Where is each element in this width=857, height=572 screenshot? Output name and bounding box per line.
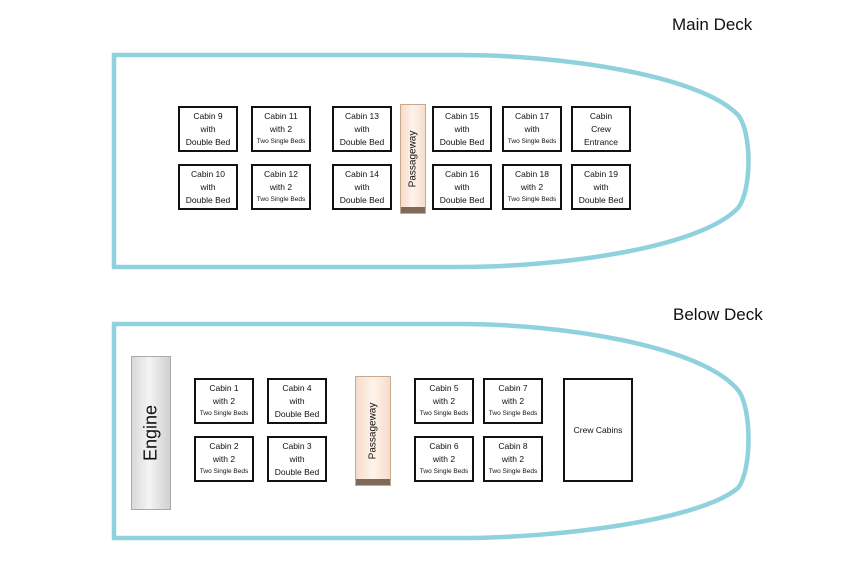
cabin-10: Cabin 10 with Double Bed xyxy=(178,164,238,210)
cabin-with: with xyxy=(454,123,470,134)
engine-label: Engine xyxy=(140,404,161,462)
cabin-label: Cabin 14 xyxy=(344,168,380,179)
cabin-with: with xyxy=(289,395,305,406)
cabin-14: Cabin 14 with Double Bed xyxy=(332,164,392,210)
cabin-with: with 2 xyxy=(269,182,293,192)
cabin-with: with xyxy=(593,181,609,192)
cabin-8: Cabin 8 with 2 Two Single Beds xyxy=(483,436,543,482)
cabin-bed: Double Bed xyxy=(185,194,231,205)
cabin-6: Cabin 6 with 2 Two Single Beds xyxy=(414,436,474,482)
passageway-floor xyxy=(401,207,425,213)
cabin-with: with 2 xyxy=(501,396,525,406)
cabin-bed: Two Single Beds xyxy=(507,138,557,145)
cabin-bed: Double Bed xyxy=(339,194,385,205)
cabin-4: Cabin 4 with Double Bed xyxy=(267,378,327,424)
cabin-12: Cabin 12 with 2 Two Single Beds xyxy=(251,164,311,210)
cabin-label: Cabin 7 xyxy=(498,383,528,393)
cabin-bed: Two Single Beds xyxy=(256,196,306,203)
passageway-label: Passageway xyxy=(367,402,379,460)
cabin-bed: Double Bed xyxy=(274,408,320,419)
cabin-bed: Two Single Beds xyxy=(488,410,538,417)
cabin-label: Cabin 2 xyxy=(209,441,239,451)
cabin-label: Cabin 6 xyxy=(429,441,459,451)
cabin-with: Crew xyxy=(591,123,611,134)
cabin-with: with xyxy=(200,181,216,192)
cabin-bed: Two Single Beds xyxy=(488,468,538,475)
cabin-with: with 2 xyxy=(432,454,456,464)
passageway-label: Passageway xyxy=(407,130,419,188)
passageway-floor xyxy=(356,479,390,485)
cabin-with: with 2 xyxy=(212,454,236,464)
cabin-with: with 2 xyxy=(269,124,293,134)
cabin-label: Cabin 16 xyxy=(444,168,480,179)
cabin-1: Cabin 1 with 2 Two Single Beds xyxy=(194,378,254,424)
cabin-7: Cabin 7 with 2 Two Single Beds xyxy=(483,378,543,424)
cabin-13: Cabin 13 with Double Bed xyxy=(332,106,392,152)
cabin-label: Cabin 13 xyxy=(344,110,380,121)
cabin-3: Cabin 3 with Double Bed xyxy=(267,436,327,482)
cabin-with: with xyxy=(354,123,370,134)
cabin-bed: Double Bed xyxy=(339,136,385,147)
cabin-9: Cabin 9 with Double Bed xyxy=(178,106,238,152)
cabin-11: Cabin 11 with 2 Two Single Beds xyxy=(251,106,311,152)
cabin-label: Cabin 1 xyxy=(209,383,239,393)
crew-cabins-label: Crew Cabins xyxy=(573,425,623,435)
cabin-label: Cabin 3 xyxy=(282,440,312,451)
cabin-17: Cabin 17 with Two Single Beds xyxy=(502,106,562,152)
cabin-with: with 2 xyxy=(520,182,544,192)
cabin-with: with xyxy=(200,123,216,134)
cabin-label: Cabin 12 xyxy=(263,169,299,179)
below-deck-title: Below Deck xyxy=(673,305,763,324)
cabin-with: with 2 xyxy=(432,396,456,406)
cabin-with: with xyxy=(354,181,370,192)
cabin-15: Cabin 15 with Double Bed xyxy=(432,106,492,152)
cabin-with: with 2 xyxy=(501,454,525,464)
cabin-bed: Double Bed xyxy=(185,136,231,147)
cabin-label: Cabin 15 xyxy=(444,110,480,121)
cabin-bed: Double Bed xyxy=(439,136,485,147)
cabin-bed: Two Single Beds xyxy=(199,410,249,417)
cabin-label: Cabin 8 xyxy=(498,441,528,451)
cabin-bed: Two Single Beds xyxy=(256,138,306,145)
cabin-label: Cabin xyxy=(589,110,613,121)
cabin-bed: Two Single Beds xyxy=(199,468,249,475)
cabin-with: with 2 xyxy=(212,396,236,406)
main-deck-passageway: Passageway xyxy=(400,104,426,214)
cabin-label: Cabin 11 xyxy=(264,111,298,121)
main-deck-hull xyxy=(111,52,751,270)
cabin-with: with xyxy=(454,181,470,192)
cabin-bed: Entrance xyxy=(583,136,619,147)
cabin-5: Cabin 5 with 2 Two Single Beds xyxy=(414,378,474,424)
cabin-label: Cabin 17 xyxy=(514,111,550,121)
cabin-label: Cabin 18 xyxy=(514,169,550,179)
cabin-bed: Two Single Beds xyxy=(419,410,469,417)
cabin-2: Cabin 2 with 2 Two Single Beds xyxy=(194,436,254,482)
cabin-bed: Double Bed xyxy=(578,194,624,205)
main-deck-title: Main Deck xyxy=(672,15,753,34)
cabin-label: Cabin 4 xyxy=(282,382,312,393)
cabin-label: Cabin 9 xyxy=(193,110,223,121)
below-deck-hull xyxy=(111,321,751,541)
cabin-bed: Two Single Beds xyxy=(507,196,557,203)
cabin-16: Cabin 16 with Double Bed xyxy=(432,164,492,210)
cabin-18: Cabin 18 with 2 Two Single Beds xyxy=(502,164,562,210)
cabin-bed: Two Single Beds xyxy=(419,468,469,475)
cabin-crew-entrance: Cabin Crew Entrance xyxy=(571,106,631,152)
cabin-label: Cabin 10 xyxy=(190,168,226,179)
cabin-bed: Double Bed xyxy=(439,194,485,205)
below-deck-passageway: Passageway xyxy=(355,376,391,486)
cabin-bed: Double Bed xyxy=(274,466,320,477)
cabin-with: with xyxy=(289,453,305,464)
cabin-with: with xyxy=(524,124,540,134)
engine: Engine xyxy=(131,356,171,510)
cabin-label: Cabin 19 xyxy=(583,168,619,179)
crew-cabins: Crew Cabins xyxy=(563,378,633,482)
cabin-19: Cabin 19 with Double Bed xyxy=(571,164,631,210)
cabin-label: Cabin 5 xyxy=(429,383,459,393)
